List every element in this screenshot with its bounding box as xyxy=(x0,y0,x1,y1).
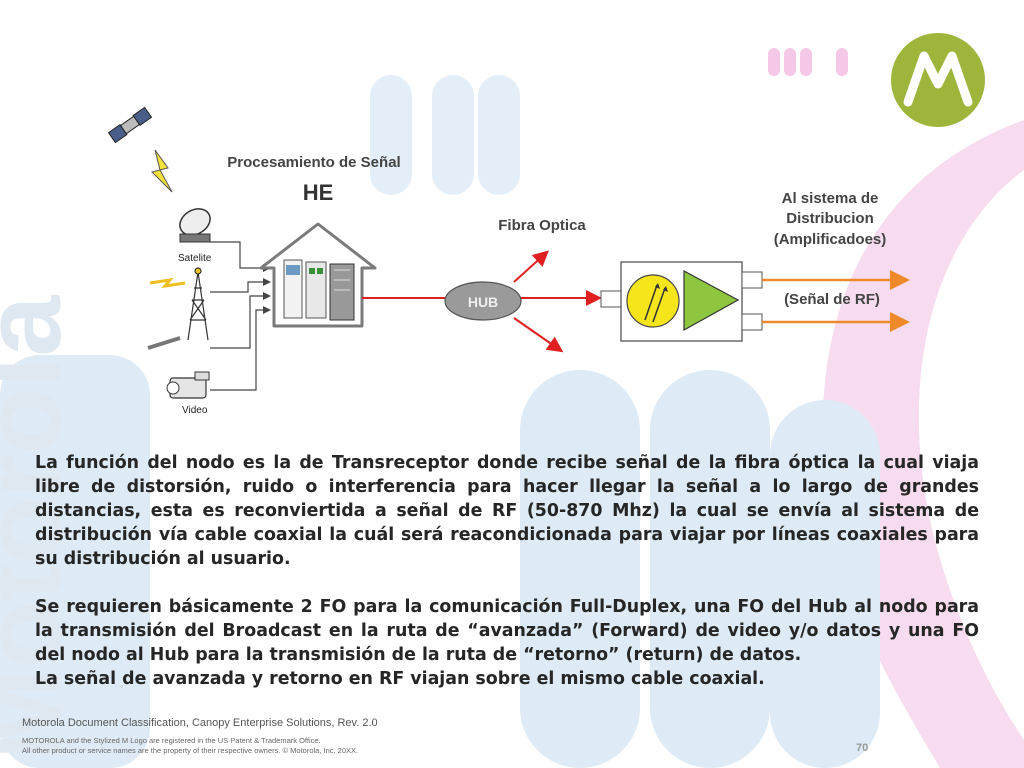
lightning-icon xyxy=(151,149,173,193)
network-diagram: Satelite Video Pr xyxy=(107,106,910,416)
body-paragraph-3: La señal de avanzada y retorno en RF via… xyxy=(35,669,765,689)
video-label: Video xyxy=(182,405,208,416)
page-number: 70 xyxy=(856,742,869,754)
destination-label-2: Distribucion xyxy=(786,210,874,227)
motorola-logo xyxy=(891,33,985,127)
satellite-label: Satelite xyxy=(178,253,212,264)
amplifier-icon xyxy=(683,269,740,332)
headend-building-icon xyxy=(259,222,377,328)
receiver-icon xyxy=(626,274,680,328)
rf-signal-label: (Señal de RF) xyxy=(784,291,880,308)
optical-node xyxy=(600,261,763,342)
headend-label: HE xyxy=(303,180,334,205)
satellite-dish-icon xyxy=(179,208,211,243)
fiber-label: Fibra Optica xyxy=(498,217,586,234)
lightning-icon xyxy=(149,277,186,289)
fiber-arrow-down xyxy=(513,317,564,353)
watermark-text: Motorola xyxy=(0,295,84,760)
hub-label: HUB xyxy=(468,294,498,310)
destination-label-3: (Amplificadoes) xyxy=(774,231,887,248)
hub-node xyxy=(444,281,522,321)
diagram-title: Procesamiento de Señal xyxy=(227,154,400,171)
body-paragraph-1: La función del nodo es la de Transrecept… xyxy=(35,453,979,569)
destination-label-1: Al sistema de xyxy=(782,190,879,207)
video-camera-icon xyxy=(166,371,210,399)
broadcast-tower-icon xyxy=(187,267,209,341)
body-paragraph-2: Se requieren básicamente 2 FO para la co… xyxy=(35,597,979,665)
satellite-icon xyxy=(107,106,153,144)
fiber-arrow-up xyxy=(513,250,549,283)
footer-trademark-1: MOTOROLA and the Stylized M Logo are reg… xyxy=(22,736,321,745)
footer-trademark-2: All other product or service names are t… xyxy=(22,746,359,755)
footer-classification: Motorola Document Classification, Canopy… xyxy=(22,717,378,729)
